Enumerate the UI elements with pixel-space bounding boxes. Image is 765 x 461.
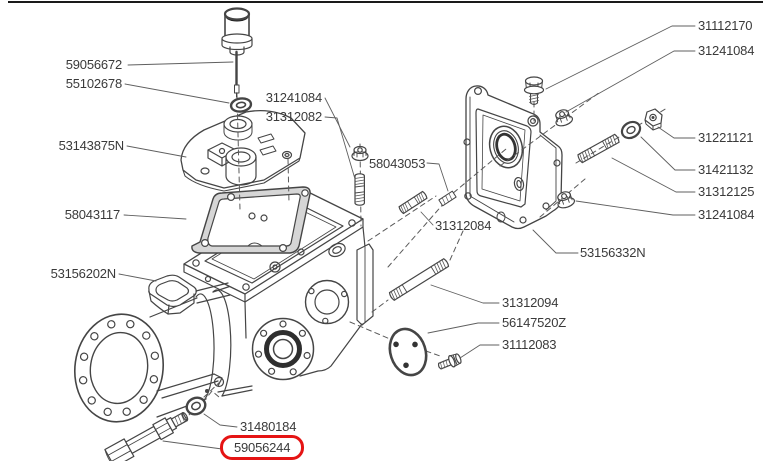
part-label-58043117[interactable]: 58043117 (64, 207, 120, 222)
top-cover-plate (180, 110, 306, 192)
part-label-58043053[interactable]: 58043053 (369, 156, 426, 171)
hex-bolt-31112083 (437, 353, 462, 370)
fitting-59056244 (104, 411, 189, 461)
part-label-31221121[interactable]: 31221121 (698, 130, 754, 145)
cover-disc-56147520Z (388, 327, 428, 377)
stud-31312125 (577, 133, 620, 164)
part-label-53143875N[interactable]: 53143875N (58, 138, 125, 153)
part-label-59056672[interactable]: 59056672 (65, 57, 122, 72)
top-gasket (191, 186, 311, 254)
part-label-53156332N[interactable]: 53156332N (580, 245, 646, 260)
stud-31312094 (388, 258, 450, 301)
leader-lines (118, 25, 696, 450)
hex-bolt-31112170 (523, 76, 545, 106)
part-label-31480184[interactable]: 31480184 (240, 419, 297, 434)
part-label-31112170[interactable]: 31112170 (698, 18, 753, 33)
part-label-31312084[interactable]: 31312084 (435, 218, 492, 233)
part-label-31312082[interactable]: 31312082 (265, 109, 322, 124)
part-label-55102678[interactable]: 55102678 (65, 76, 122, 91)
part-label-31241084-c[interactable]: 31241084 (698, 207, 755, 222)
top-border-rule (8, 1, 763, 3)
part-label-31241084-a[interactable]: 31241084 (265, 90, 322, 105)
pin-58043053 (438, 190, 457, 207)
part-label-53156202N[interactable]: 53156202N (50, 266, 117, 281)
part-label-31421132[interactable]: 31421132 (698, 162, 754, 177)
part-label-31312125[interactable]: 31312125 (698, 184, 755, 199)
part-label-59056244-highlighted[interactable]: 59056244 (234, 440, 291, 455)
part-label-31312094[interactable]: 31312094 (502, 295, 559, 310)
o-ring-small (229, 97, 253, 113)
stud-31312084 (398, 190, 428, 215)
part-label-31241084-b[interactable]: 31241084 (698, 43, 755, 58)
washer-31421132 (620, 120, 642, 140)
breather-dipstick (221, 7, 253, 98)
flange-nut-31241084-c (557, 191, 576, 209)
hex-nut-31221121 (644, 108, 663, 131)
flange-nut-31241084-a (351, 145, 369, 162)
flange-nut-31241084-b (555, 109, 574, 127)
stud-31312082 (354, 173, 365, 206)
part-label-31112083[interactable]: 31112083 (502, 337, 557, 352)
part-label-56147520Z[interactable]: 56147520Z (502, 315, 566, 330)
rear-cover (463, 85, 563, 230)
highlight-box (220, 435, 304, 460)
o-ring-31480184 (185, 396, 207, 416)
